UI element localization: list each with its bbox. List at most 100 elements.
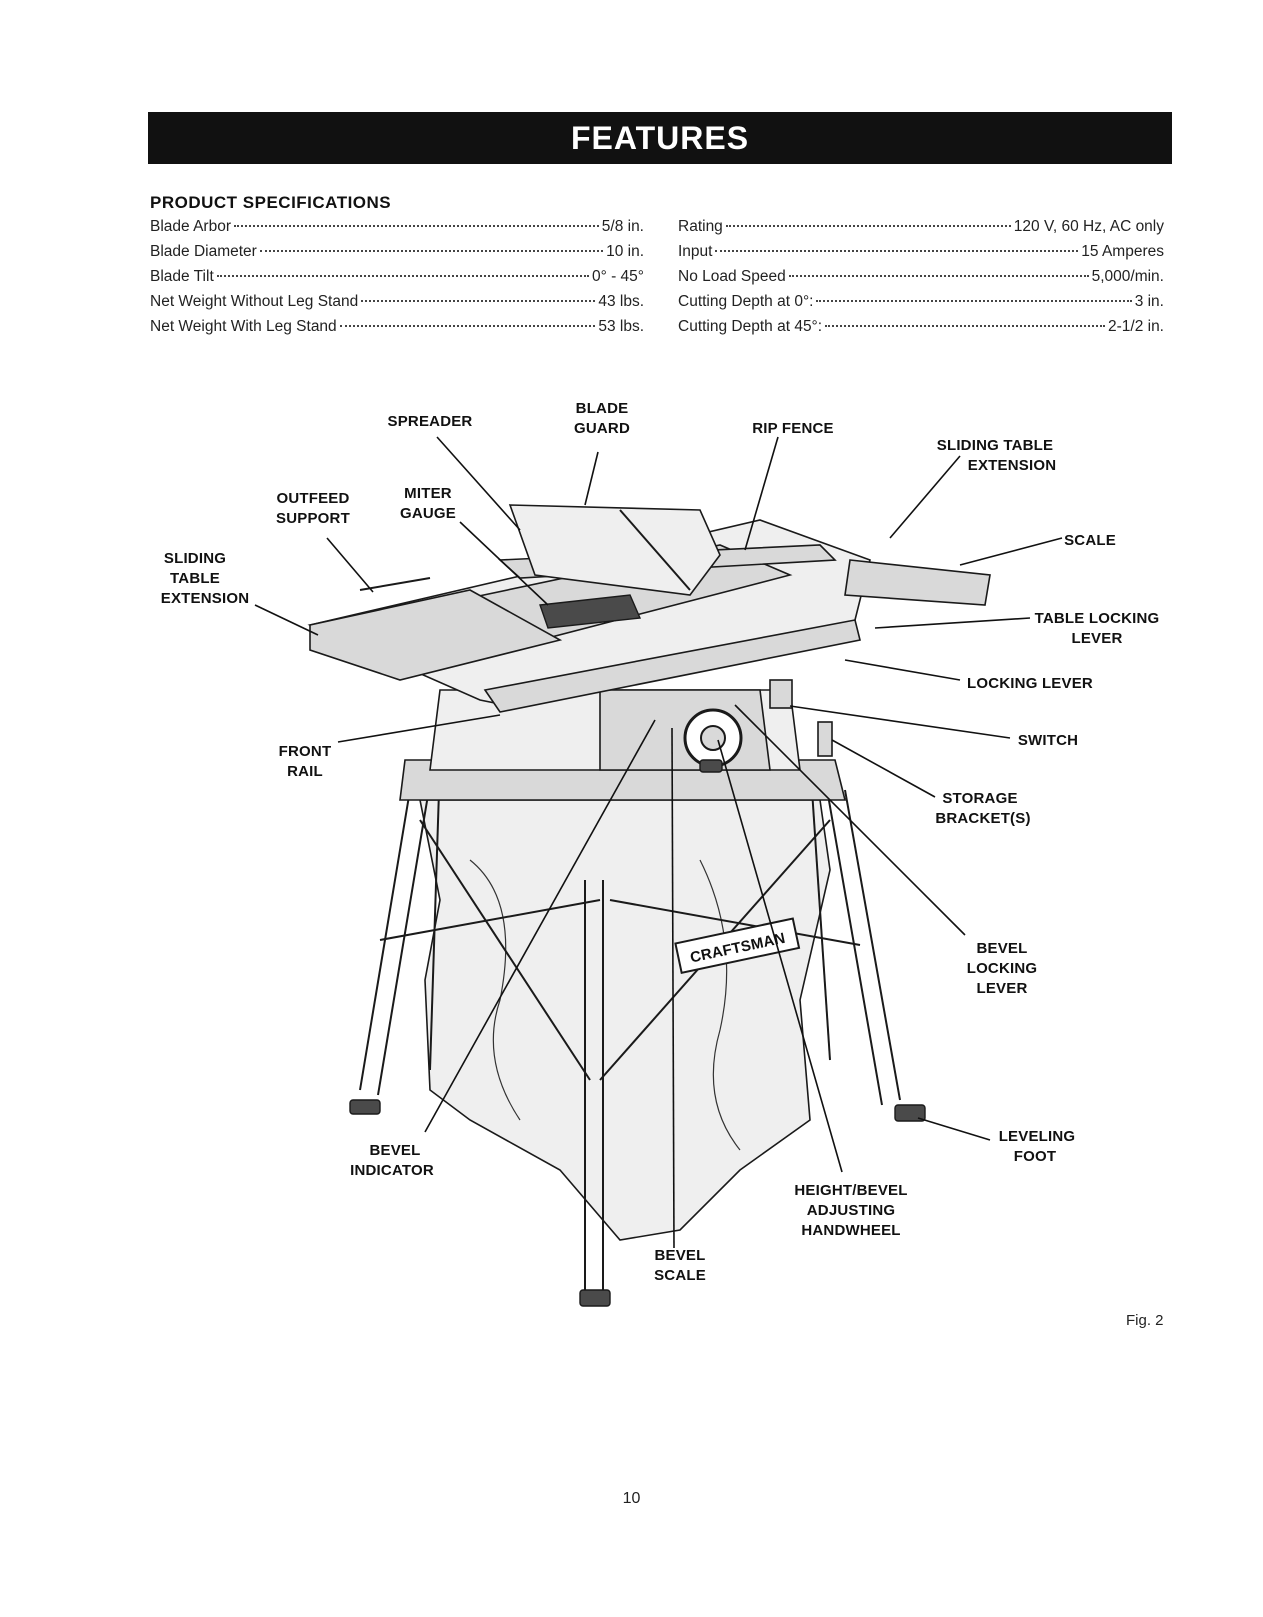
leader-outfeed-support: [326, 537, 374, 593]
spec-row: Blade Arbor 5/8 in.: [150, 218, 644, 243]
label-bevel-scale: SCALE: [654, 1267, 706, 1284]
leader-rip-fence: [744, 436, 779, 551]
cross-brace: [419, 819, 591, 1081]
label-storage-brackets: BRACKET(S): [935, 810, 1030, 827]
spec-label: Blade Tilt: [150, 268, 214, 285]
label-spreader: SPREADER: [388, 413, 473, 430]
leader-bevel-indicator: [424, 719, 656, 1133]
label-switch: SWITCH: [1018, 732, 1078, 749]
leader-switch: [789, 705, 1011, 739]
spec-label: Rating: [678, 218, 723, 235]
leader-spreader: [436, 436, 521, 531]
leader-dots: [361, 300, 596, 302]
outfeed-support: [359, 577, 431, 591]
label-sliding-table-right: EXTENSION: [968, 457, 1056, 474]
leader-scale: [959, 537, 1063, 566]
leader-locking-lever: [844, 659, 961, 681]
label-table-locking-lever: LEVER: [1071, 630, 1122, 647]
label-leveling-foot: FOOT: [1014, 1148, 1056, 1165]
foot: [349, 1099, 381, 1115]
leader-bevel-locking-lever: [734, 704, 966, 936]
callout-labels: SPREADER BLADE GUARD RIP FENCE SLIDING T…: [161, 400, 1160, 1284]
handwheel-handle: [699, 759, 723, 773]
label-bevel-locking-lever: LOCKING: [967, 960, 1038, 977]
cross-brace: [609, 899, 861, 946]
spec-row: Cutting Depth at 0°:3 in.: [678, 293, 1164, 318]
figure-caption: Fig. 2: [1126, 1312, 1164, 1329]
spec-row: Input 15 Amperes: [678, 243, 1164, 268]
leader-height-bevel-handwheel: [717, 739, 843, 1173]
label-bevel-scale: BEVEL: [654, 1247, 705, 1264]
spec-row: Blade Diameter 10 in.: [150, 243, 644, 268]
label-scale: SCALE: [1064, 532, 1116, 549]
bag-fold: [699, 859, 741, 1151]
left-extension: [309, 589, 563, 681]
spec-value: 43 lbs.: [598, 293, 644, 310]
spec-label: Blade Diameter: [150, 243, 257, 260]
label-sliding-table-right: SLIDING TABLE: [937, 437, 1053, 454]
saw-drawing: CRAFTSMAN: [307, 504, 991, 1307]
leader-blade-guard: [584, 451, 599, 506]
dust-bag: [419, 799, 831, 1241]
leader-dots: [216, 275, 589, 277]
spec-label: Blade Arbor: [150, 218, 231, 235]
label-storage-brackets: STORAGE: [942, 790, 1017, 807]
spec-row: No Load Speed 5,000/min.: [678, 268, 1164, 293]
blade-guard: [508, 504, 721, 596]
label-outfeed-support: SUPPORT: [276, 510, 350, 527]
label-outfeed-support: OUTFEED: [276, 490, 349, 507]
foot: [579, 1289, 611, 1307]
spec-label: No Load Speed: [678, 268, 786, 285]
spec-value: 10 in.: [606, 243, 644, 260]
leader-miter-gauge: [459, 521, 549, 606]
leader-table-locking-lever: [874, 617, 1031, 629]
label-rip-fence: RIP FENCE: [752, 420, 834, 437]
miter-gauge: [539, 594, 642, 629]
leg-left-rear: [429, 759, 441, 1071]
label-sliding-table-left: SLIDING: [164, 550, 226, 567]
label-bevel-indicator: BEVEL: [369, 1142, 420, 1159]
label-height-bevel-handwheel: HANDWHEEL: [801, 1222, 900, 1239]
label-miter-gauge: GAUGE: [400, 505, 456, 522]
label-bevel-locking-lever: LEVER: [976, 980, 1027, 997]
spec-value: 15 Amperes: [1081, 243, 1164, 260]
blade-guard-arm: [619, 509, 691, 591]
label-sliding-table-left: TABLE: [170, 570, 220, 587]
spec-value: 2-1/2 in.: [1107, 318, 1164, 335]
leader-dots: [259, 250, 604, 252]
spec-value: 5,000/min.: [1091, 268, 1164, 285]
bag-fold: [469, 859, 521, 1121]
leg-right-rear: [809, 759, 831, 1061]
page-number: 10: [622, 1490, 641, 1507]
leader-storage-brackets: [831, 739, 936, 798]
label-blade-guard: GUARD: [574, 420, 630, 437]
storage-bracket: [817, 721, 833, 757]
spec-label: Input: [678, 243, 713, 260]
label-blade-guard: BLADE: [576, 400, 629, 417]
features-title: FEATURES: [570, 119, 750, 156]
label-sliding-table-left: EXTENSION: [161, 590, 249, 607]
leader-dots: [788, 275, 1089, 277]
leader-bevel-scale: [671, 727, 675, 1249]
leader-dots: [825, 325, 1105, 327]
features-banner: FEATURES: [148, 112, 1172, 164]
leader-dots: [725, 225, 1011, 227]
label-height-bevel-handwheel: ADJUSTING: [807, 1202, 895, 1219]
leader-sliding-table-right: [889, 455, 961, 539]
label-table-locking-lever: TABLE LOCKING: [1035, 610, 1160, 627]
leader-dots: [715, 250, 1079, 252]
leader-dots: [234, 225, 599, 227]
foot: [894, 1104, 926, 1122]
spec-value: 53 lbs.: [598, 318, 644, 335]
handwheel-hub: [700, 725, 726, 751]
spec-value: 5/8 in.: [601, 218, 644, 235]
label-locking-lever: LOCKING LEVER: [967, 675, 1093, 692]
cross-brace: [379, 899, 601, 941]
